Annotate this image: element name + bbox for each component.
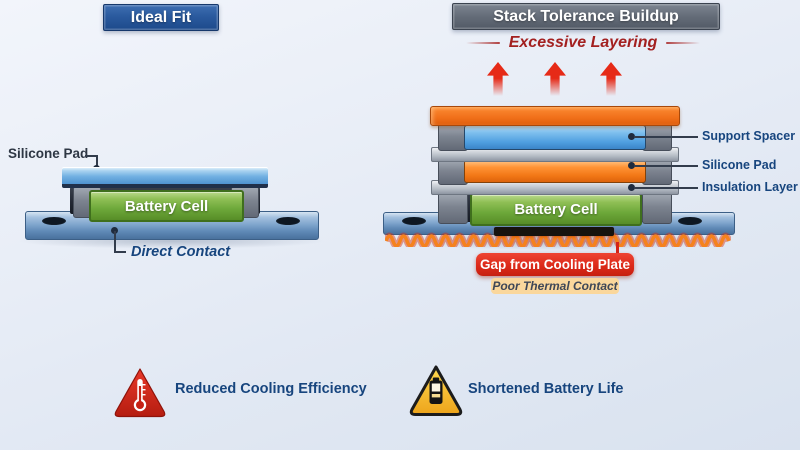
mount-hole bbox=[276, 217, 300, 225]
battery-cell-left: Battery Cell bbox=[89, 190, 244, 222]
ideal-fit-header: Ideal Fit bbox=[103, 4, 219, 31]
end-block bbox=[438, 192, 468, 224]
insulation-layer-label: Insulation Layer bbox=[702, 180, 798, 194]
heat-wave-graphic bbox=[385, 232, 731, 247]
subtitle-dash bbox=[666, 41, 701, 45]
leader-line bbox=[616, 242, 619, 254]
silicone-pad-label-right: Silicone Pad bbox=[702, 158, 777, 172]
direct-contact-label: Direct Contact bbox=[131, 244, 231, 260]
battery-warning-icon bbox=[409, 365, 463, 416]
battery-cell-label-left: Battery Cell bbox=[124, 197, 209, 215]
leader-line bbox=[114, 231, 116, 253]
mount-hole bbox=[42, 217, 66, 225]
thermometer-warning-icon bbox=[114, 368, 166, 418]
stack-tolerance-header: Stack Tolerance Buildup bbox=[452, 3, 720, 30]
upward-arrow-icon bbox=[600, 62, 622, 96]
stack-tolerance-header-label: Stack Tolerance Buildup bbox=[493, 7, 679, 25]
gap-callout-label: Gap from Cooling Plate bbox=[479, 257, 630, 272]
battery-cell-right: Battery Cell bbox=[470, 193, 642, 226]
thermal-callout-label: Poor Thermal Contact bbox=[492, 279, 618, 293]
mount-hole bbox=[402, 217, 426, 225]
leader-line bbox=[114, 251, 126, 253]
subtitle-dash bbox=[465, 41, 500, 45]
leader-line bbox=[96, 155, 98, 168]
leader-line bbox=[634, 136, 698, 138]
air-gap-strip bbox=[494, 227, 614, 236]
gap-from-cooling-plate-callout: Gap from Cooling Plate bbox=[476, 253, 634, 276]
excessive-layering-label: Excessive Layering bbox=[508, 34, 658, 51]
silicone-pad-left bbox=[62, 167, 268, 188]
support-spacer-label: Support Spacer bbox=[702, 129, 796, 143]
leader-dot bbox=[628, 184, 635, 191]
end-block bbox=[438, 124, 468, 151]
top-cap bbox=[430, 106, 680, 126]
upward-arrow-icon bbox=[487, 62, 509, 96]
reduced-cooling-efficiency-label: Reduced Cooling Efficiency bbox=[175, 381, 367, 397]
battery-cell-label-right: Battery Cell bbox=[514, 201, 598, 218]
poor-thermal-contact-callout: Poor Thermal Contact bbox=[491, 278, 619, 294]
leader-dot bbox=[111, 227, 118, 234]
leader-line bbox=[634, 187, 698, 189]
leader-dot bbox=[628, 162, 635, 169]
silicone-pad-label-left: Silicone Pad bbox=[8, 146, 89, 161]
silicone-pad-layer bbox=[464, 160, 646, 183]
leader-line bbox=[634, 165, 698, 167]
leader-line bbox=[85, 155, 98, 157]
leader-dot bbox=[628, 133, 635, 140]
excessive-layering-subtitle: Excessive Layering bbox=[448, 33, 718, 53]
mount-hole bbox=[678, 217, 702, 225]
end-block bbox=[642, 192, 672, 224]
ideal-fit-header-label: Ideal Fit bbox=[130, 8, 192, 26]
support-spacer-layer bbox=[464, 125, 646, 150]
shortened-battery-life-label: Shortened Battery Life bbox=[468, 381, 624, 397]
upward-arrow-icon bbox=[544, 62, 566, 96]
end-block bbox=[642, 159, 672, 185]
